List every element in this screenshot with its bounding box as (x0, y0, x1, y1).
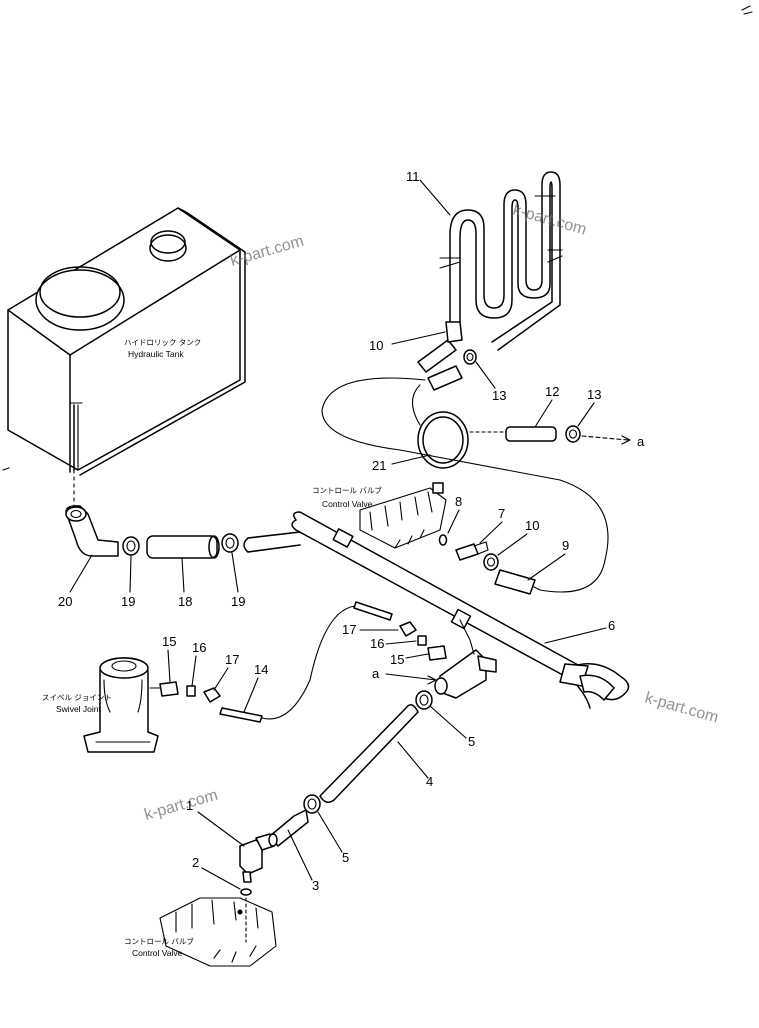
nut-17-left (203, 687, 221, 703)
hose-14 (219, 605, 356, 723)
swivel-joint (83, 657, 159, 753)
callout-10-upper: 10 (369, 338, 383, 353)
control-valve-upper-label-jp: コントロール バルブ (312, 485, 382, 495)
clamp-10-lower (483, 553, 499, 571)
watermark-right: k-part.com (643, 690, 720, 727)
watermark-top-left: k-part.com (228, 233, 305, 270)
hose-3 (269, 809, 309, 847)
elbow-1 (239, 833, 278, 883)
callout-12: 12 (545, 384, 559, 399)
callout-19-right: 19 (231, 594, 245, 609)
control-valve-lower (159, 897, 277, 967)
callout-6: 6 (608, 618, 615, 633)
callout-17-left: 17 (225, 652, 239, 667)
nut-17-right (399, 621, 417, 637)
o-ring-2 (240, 888, 252, 943)
elbow-20 (65, 505, 119, 557)
hydraulic-tank-label-en: Hydraulic Tank (128, 349, 184, 359)
callout-11: 11 (406, 169, 420, 184)
callout-17-right: 17 (342, 622, 356, 637)
outlet-tube (243, 531, 301, 553)
clamp-5-lower (303, 794, 321, 814)
callout-2: 2 (192, 855, 199, 870)
fitting-15-left (149, 681, 179, 697)
band-21 (417, 411, 469, 469)
control-valve-lower-label-en: Control Valve (132, 948, 183, 958)
hose-9 (494, 569, 536, 595)
callout-10-lower: 10 (525, 518, 539, 533)
callout-14: 14 (254, 662, 268, 677)
callout-7: 7 (498, 506, 505, 521)
callout-21: 21 (372, 458, 386, 473)
o-ring-8 (438, 534, 448, 546)
hose-17-pipe (353, 601, 393, 621)
oil-cooler (439, 171, 563, 351)
hose-4 (319, 704, 419, 803)
callout-8: 8 (455, 494, 462, 509)
clamp-19-right (221, 533, 239, 553)
control-valve-upper (359, 482, 447, 549)
junction-fitting (434, 619, 497, 699)
clamp-5-upper (415, 690, 433, 710)
callout-16-left: 16 (192, 640, 206, 655)
callout-9: 9 (562, 538, 569, 553)
hose-12 (469, 426, 557, 442)
swivel-joint-label-en: Swivel Joint (56, 704, 102, 714)
swivel-joint-label-jp: スイベル ジョイント (42, 693, 112, 702)
callout-13-right: 13 (587, 387, 601, 402)
clamp-19-left (122, 536, 140, 556)
connection-a-left: a (372, 666, 380, 681)
clamp-13-right (565, 425, 581, 443)
callout-15-left: 15 (162, 634, 176, 649)
o-ring-16-left (186, 685, 196, 697)
return-line (321, 377, 609, 593)
clamp-13-upper (463, 349, 477, 365)
callout-13-upper: 13 (492, 388, 506, 403)
callout-15-right: 15 (390, 652, 404, 667)
o-ring-16-right (417, 635, 427, 646)
upper-hose-10 (417, 321, 463, 391)
callout-3: 3 (312, 878, 319, 893)
hose-18 (146, 535, 220, 559)
callout-18: 18 (178, 594, 192, 609)
callout-16-right: 16 (370, 636, 384, 651)
hydraulic-tank (2, 207, 246, 511)
watermark-lower-left: k-part.com (142, 787, 219, 824)
fitting-15-right (427, 645, 447, 661)
callout-20: 20 (58, 594, 72, 609)
tube-6 (291, 511, 630, 709)
hydraulic-tank-label-jp: ハイドロリック タンク (124, 338, 201, 347)
callout-4: 4 (426, 774, 433, 789)
callout-5-lower: 5 (342, 850, 349, 865)
control-valve-upper-label-en: Control Valve (322, 499, 373, 509)
callout-19-left: 19 (121, 594, 135, 609)
callout-5-upper: 5 (468, 734, 475, 749)
fitting-7 (455, 541, 489, 561)
control-valve-lower-label-jp: コントロール バルブ (124, 936, 194, 946)
connection-a-right: a (637, 434, 645, 449)
